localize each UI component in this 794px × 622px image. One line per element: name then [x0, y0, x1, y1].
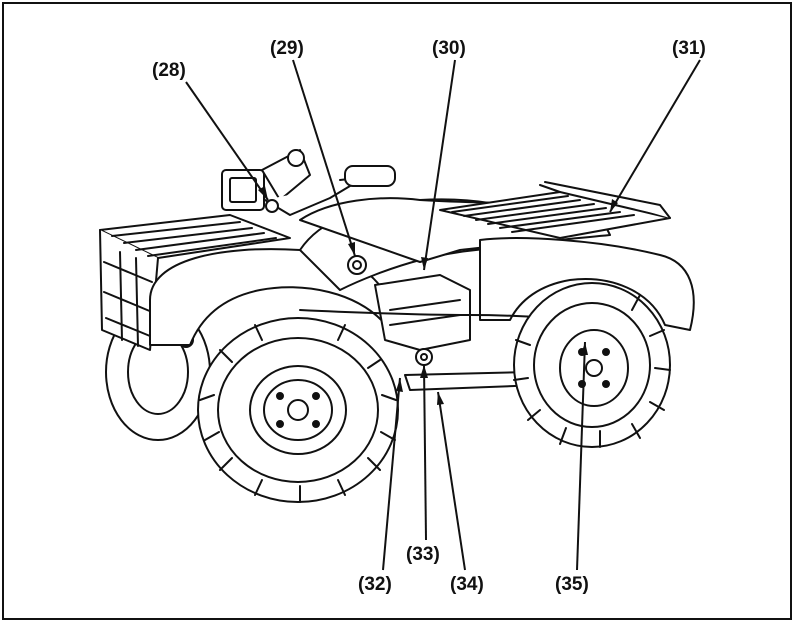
engine-area: [299, 274, 601, 391]
leader-31: [609, 59, 701, 213]
leader-34: [437, 391, 466, 571]
leader-35: [576, 341, 586, 571]
callout-33: (33): [406, 544, 440, 565]
rear-near-wheel: [513, 282, 671, 448]
rear-rack: [439, 181, 671, 239]
callout-31: (31): [672, 38, 706, 59]
callout-labels: (28) (29) (30) (31) (32) (33) (34) (35): [152, 38, 706, 595]
leader-33: [423, 364, 427, 541]
callout-30: (30): [432, 38, 466, 59]
leader-32: [382, 377, 401, 571]
callout-28: (28): [152, 60, 186, 81]
callout-34: (34): [450, 574, 484, 595]
atv-illustration: [99, 149, 695, 503]
front-near-wheel: [197, 317, 399, 503]
callout-35: (35): [555, 574, 589, 595]
leader-lines: [185, 59, 701, 571]
rear-fender: [479, 237, 695, 331]
callout-32: (32): [358, 574, 392, 595]
leader-29: [292, 59, 356, 257]
leader-28: [185, 81, 269, 201]
leader-30: [423, 59, 456, 271]
leader-arrowheads: [258, 186, 618, 405]
callout-29: (29): [270, 38, 304, 59]
